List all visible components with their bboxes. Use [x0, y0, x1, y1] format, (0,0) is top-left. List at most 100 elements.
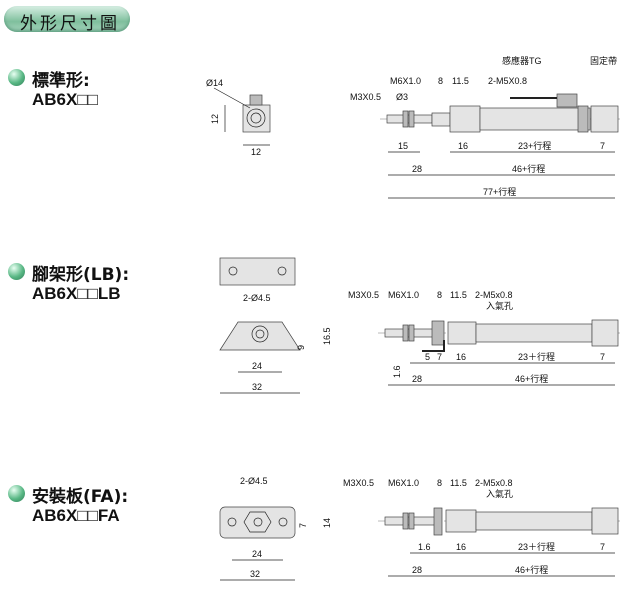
bullet-icon: [8, 263, 25, 280]
drawing-line: [590, 105, 619, 133]
model-code: AB6X□□FA: [32, 506, 120, 525]
drawing-line: [475, 323, 593, 343]
drawing-line: [278, 517, 288, 527]
dim-label: 16: [456, 542, 466, 552]
drawing-line: [243, 511, 272, 533]
standard-end-view: Ø14 12 12: [206, 78, 271, 157]
dim-label: 24: [252, 361, 262, 371]
dim-label: 8: [438, 76, 443, 86]
dim-label: 7: [437, 352, 442, 362]
dim-label: 16.5: [322, 327, 332, 345]
drawing-line: [475, 511, 593, 531]
dim-label: 28: [412, 164, 422, 174]
model-code: AB6X□□LB: [32, 284, 121, 303]
drawing-line: [402, 324, 409, 342]
drawing-line: [449, 105, 481, 133]
dim-label: 11.5: [450, 478, 467, 488]
drawing-line: [402, 110, 409, 128]
dim-label: 23＋行程: [518, 541, 555, 552]
section-title: 標準形:: [32, 71, 90, 91]
dim-label: 入氣孔: [486, 488, 513, 499]
drawing-line: [250, 112, 262, 124]
bullet-icon: [8, 69, 25, 86]
dim-label: 7: [600, 542, 605, 552]
standard-cylinder: M3X0.5 Ø3 M6X1.0 8 11.5 2-M5X0.8 感應器TG 固…: [350, 55, 620, 199]
dim-label: 9: [296, 345, 306, 350]
dim-label: 5: [425, 352, 430, 362]
lb-cylinder: M3X0.5 M6X1.0 8 11.5 2-M5x0.8 入氣孔 1.6 5 …: [348, 290, 620, 386]
dim-label: 28: [412, 565, 422, 575]
dim-label: 8: [437, 478, 442, 488]
drawing-line: [408, 512, 415, 530]
drawing-line: [277, 266, 287, 276]
dim-label: 28: [412, 374, 422, 384]
drawing-line: [228, 266, 238, 276]
dim-label: M6X1.0: [390, 76, 421, 86]
drawing-line: [447, 321, 477, 345]
dim-label: 16: [456, 352, 466, 362]
dim-label: Ø14: [206, 78, 223, 88]
dim-label: 77+行程: [483, 186, 516, 197]
bullet-icon: [8, 485, 25, 502]
dim-label: 12: [251, 147, 261, 157]
dim-label: 11.5: [450, 290, 467, 300]
dim-label: 2-M5x0.8: [475, 478, 513, 488]
dim-label: 14: [322, 518, 332, 528]
drawing-line: [253, 517, 263, 527]
section-header: 外形尺寸圖: [4, 6, 130, 34]
dim-label: M3X0.5: [343, 478, 374, 488]
dim-label: 12: [210, 114, 220, 124]
drawing-line: [556, 93, 578, 108]
dim-label: 2-M5x0.8: [475, 290, 513, 300]
fa-plate-view: 2-Ø4.5 7 14 24 32: [219, 476, 332, 581]
lb-foot-views: 2-Ø4.5 9 16.5 24 32: [219, 257, 332, 394]
drawing-line: [445, 509, 477, 533]
dim-label: Ø3: [396, 92, 408, 102]
dim-label: 11.5: [452, 76, 469, 86]
model-code: AB6X□□: [32, 90, 98, 109]
dim-label: M6X1.0: [388, 478, 419, 488]
drawing-line: [242, 104, 271, 133]
dim-label: 24: [252, 549, 262, 559]
drawing-line: [591, 319, 619, 347]
drawing-line: [219, 321, 301, 351]
drawing-line: [422, 340, 445, 352]
dim-label: 32: [250, 569, 260, 579]
dim-label: 8: [437, 290, 442, 300]
drawing-line: [213, 87, 251, 109]
fa-cylinder: M3X0.5 M6X1.0 8 11.5 2-M5x0.8 入氣孔 1.6 16…: [343, 478, 620, 577]
drawing-line: [402, 512, 409, 530]
dim-label: 46+行程: [515, 564, 548, 575]
dim-label: M3X0.5: [348, 290, 379, 300]
drawing-line: [219, 506, 296, 539]
dim-label: 46+行程: [515, 373, 548, 384]
drawing-line: [246, 108, 266, 128]
dim-label: M6X1.0: [388, 290, 419, 300]
dim-label: M3X0.5: [350, 92, 381, 102]
dim-label: 7: [600, 141, 605, 151]
dim-label: 1.6: [392, 365, 402, 378]
dim-label: 7: [600, 352, 605, 362]
dim-label: 2-Ø4.5: [243, 293, 271, 303]
drawing-line: [431, 112, 451, 127]
dim-label: 16: [458, 141, 468, 151]
section-title: 安裝板(FA):: [32, 487, 129, 507]
drawing-line: [577, 105, 589, 133]
dim-label: 23＋行程: [518, 351, 555, 362]
drawing-line: [479, 107, 591, 131]
dim-label: 感應器TG: [502, 55, 542, 66]
dim-label: 23+行程: [518, 140, 551, 151]
dim-label: 固定帶: [590, 55, 617, 66]
drawing-line: [227, 517, 237, 527]
drawing-line: [433, 507, 443, 536]
dim-label: 1.6: [418, 542, 431, 552]
drawing-line: [219, 257, 296, 286]
dim-label: 2-M5X0.8: [488, 76, 527, 86]
drawing-line: [251, 325, 269, 343]
section-title: 腳架形(LB):: [32, 265, 130, 285]
drawing-line: [408, 324, 415, 342]
dim-label: 入氣孔: [486, 300, 513, 311]
dim-label: 46+行程: [512, 163, 545, 174]
drawing-line: [255, 329, 265, 339]
